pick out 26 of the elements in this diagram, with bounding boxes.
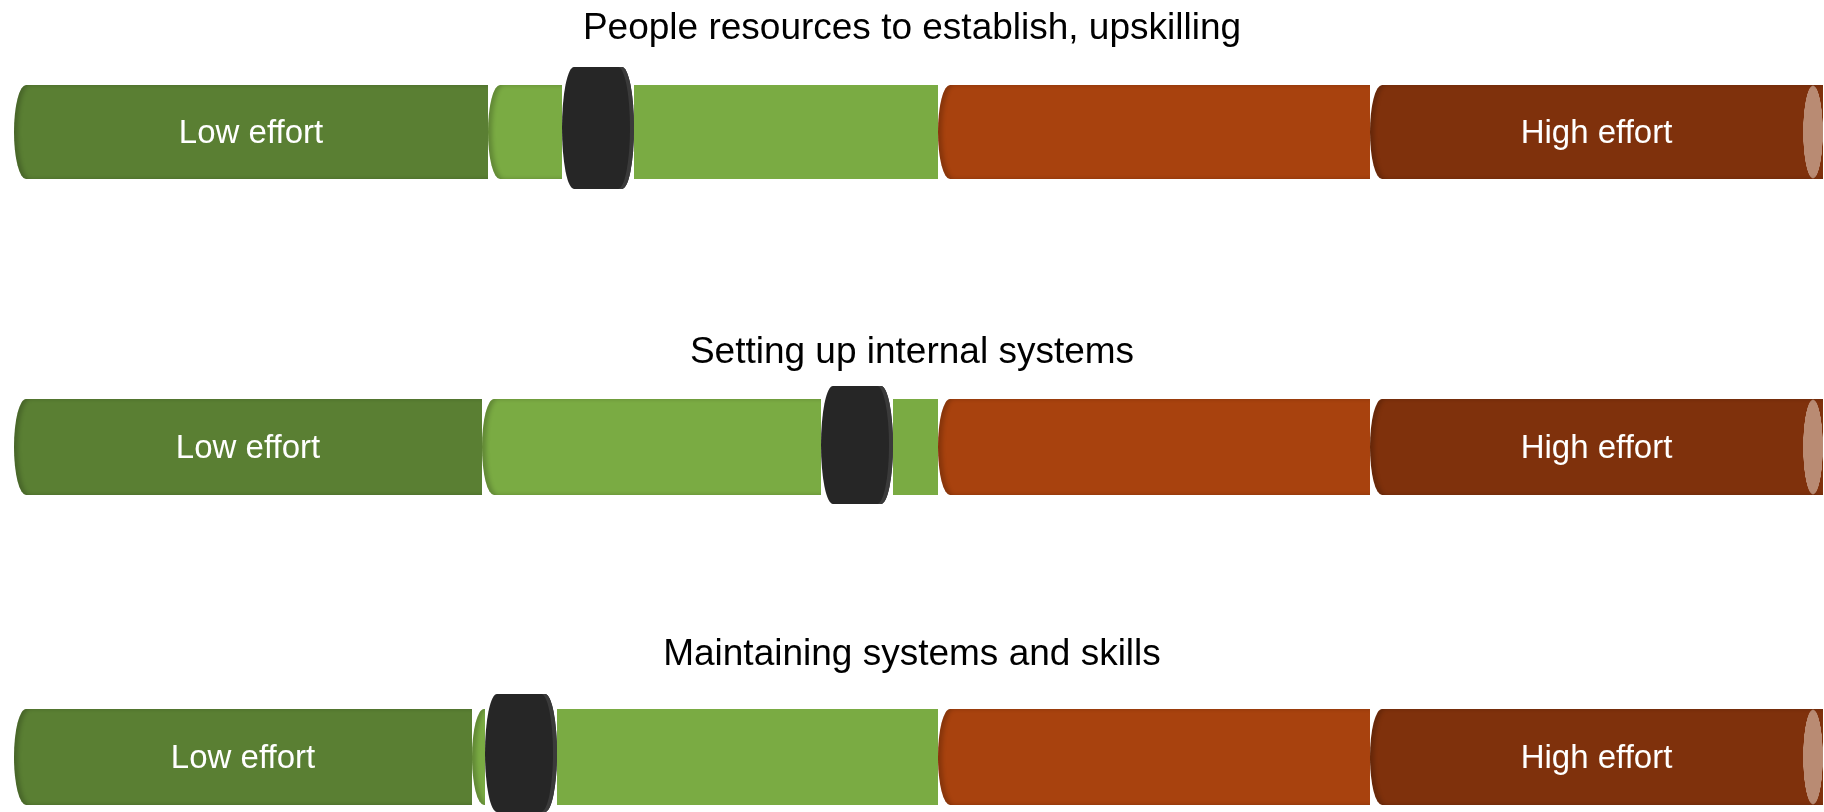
effort-bar-segment [1370, 709, 1823, 805]
effort-label: Low effort [170, 738, 316, 776]
effort-bar-segment [14, 399, 482, 495]
effort-label: High effort [1520, 738, 1673, 776]
effort-label: Low effort [175, 428, 321, 466]
effort-bar-segment [938, 399, 1370, 495]
effort-label: High effort [1520, 428, 1673, 466]
slider-marker [485, 694, 557, 812]
effort-bar-segment [1370, 399, 1823, 495]
effort-bar-segment [634, 85, 938, 179]
effort-bar-segment [14, 709, 472, 805]
effort-bar-segment [938, 709, 1370, 805]
slider-marker [562, 67, 634, 189]
scale-title: Maintaining systems and skills [662, 632, 1162, 674]
effort-bar-segment [482, 399, 821, 495]
effort-bar-segment [938, 85, 1370, 179]
effort-bar-segment [893, 399, 938, 495]
effort-bar-segment [488, 85, 562, 179]
scale-title: People resources to establish, upskilling [581, 6, 1243, 48]
effort-bar-segment [557, 709, 938, 805]
slider-marker [821, 386, 893, 504]
effort-label: High effort [1520, 113, 1673, 151]
effort-label: Low effort [178, 113, 324, 151]
scale-title: Setting up internal systems [688, 330, 1136, 372]
effort-bar-segment [1370, 85, 1823, 179]
effort-bar-segment [14, 85, 488, 179]
